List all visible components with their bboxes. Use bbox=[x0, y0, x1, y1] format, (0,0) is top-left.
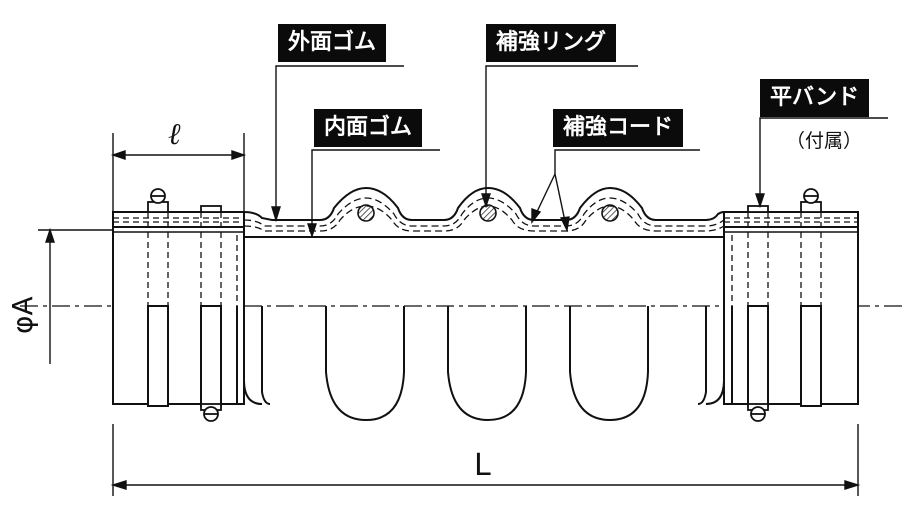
label-flat-band: 平バンド bbox=[760, 79, 870, 117]
label-outer-rubber: 外面ゴム bbox=[278, 24, 387, 62]
ring-3 bbox=[601, 204, 619, 222]
bellows-upper-section bbox=[243, 186, 725, 238]
right-top-bolt bbox=[747, 188, 822, 213]
leader-flat-band bbox=[759, 117, 888, 198]
label-reinforcing-ring: 補強リング bbox=[486, 24, 617, 62]
dimension-l-small bbox=[110, 133, 247, 212]
dimension-label-diameter-a: φA bbox=[6, 296, 39, 334]
label-reinforcing-cord: 補強コード bbox=[553, 109, 684, 147]
label-inner-rubber: 内面ゴム bbox=[314, 109, 423, 147]
dimension-length-L bbox=[110, 424, 861, 496]
ring-2 bbox=[479, 204, 497, 222]
leader-inner-rubber bbox=[311, 149, 440, 228]
reinforcing-rings bbox=[357, 204, 619, 222]
leader-lines bbox=[271, 65, 888, 239]
bellows-lower-exterior bbox=[243, 306, 725, 422]
label-attached-note: （付属） bbox=[786, 130, 863, 152]
left-end-body bbox=[112, 211, 245, 407]
right-end-body bbox=[723, 211, 859, 407]
leader-outer-rubber bbox=[275, 65, 404, 212]
leader-reinforcing-ring bbox=[485, 65, 638, 200]
right-bottom-bolt bbox=[747, 403, 769, 422]
left-top-bolt bbox=[147, 188, 222, 213]
left-bottom-bolt bbox=[200, 403, 222, 422]
leader-reinforcing-cord bbox=[554, 149, 700, 174]
dimension-diameter-a bbox=[38, 227, 113, 364]
dimension-label-l-small: ℓ bbox=[168, 117, 181, 152]
right-hidden-lines bbox=[724, 212, 858, 306]
ring-1 bbox=[357, 204, 375, 222]
left-hidden-lines bbox=[113, 212, 244, 306]
dimension-label-length-L: L bbox=[474, 448, 491, 483]
